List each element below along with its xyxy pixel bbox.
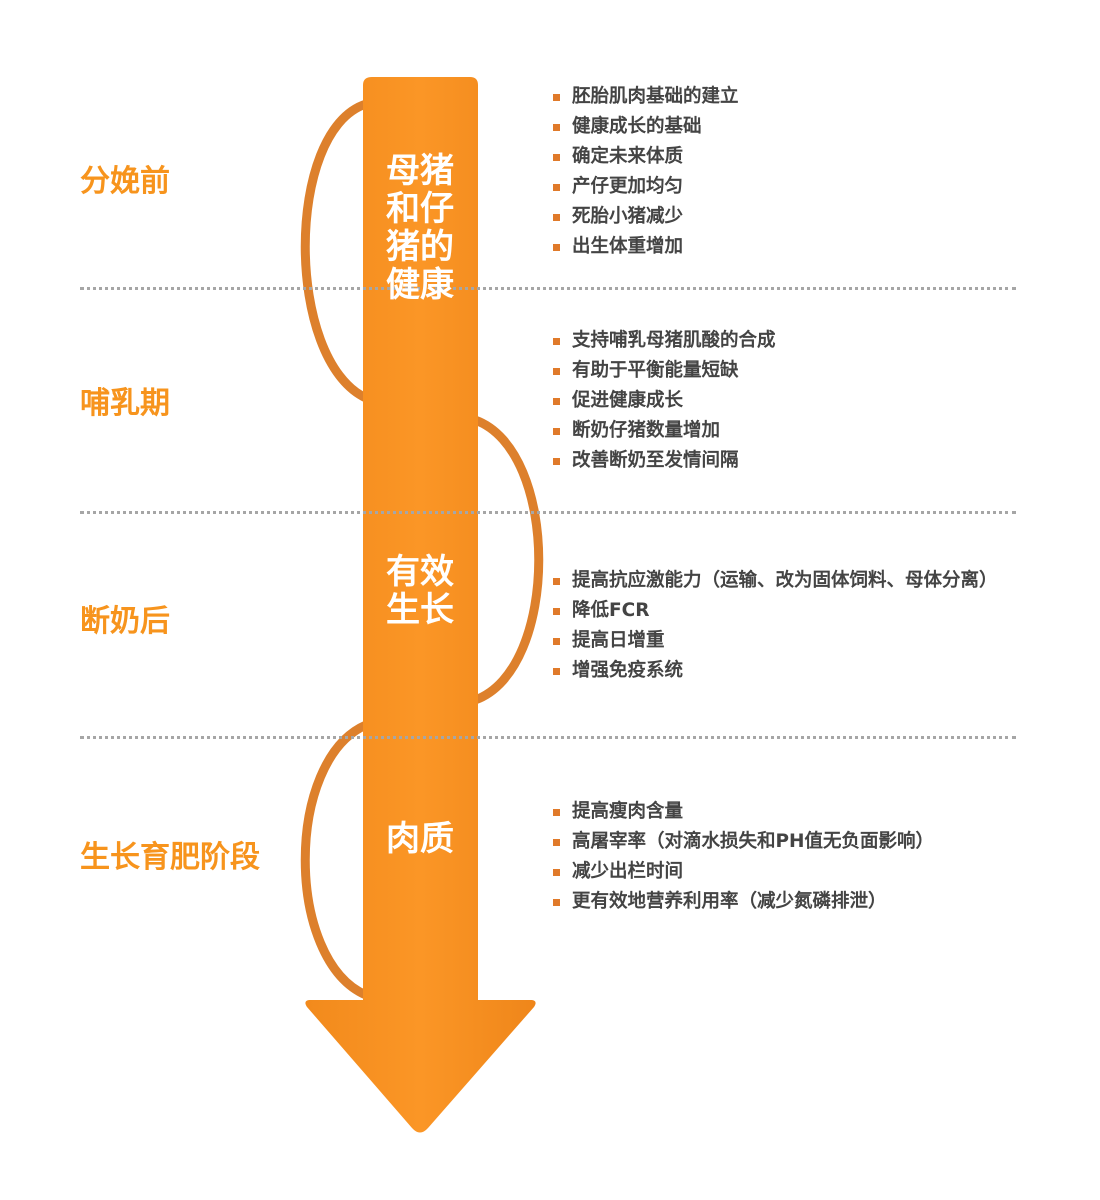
list-item: 促进健康成长 <box>553 386 776 416</box>
list-item-text: 改善断奶至发情间隔 <box>572 450 739 471</box>
list-item: 增强免疫系统 <box>553 656 998 686</box>
list-item: 改善断奶至发情间隔 <box>553 446 776 476</box>
bullet-square-icon <box>553 337 560 345</box>
list-item-text: 胚胎肌肉基础的建立 <box>572 86 739 107</box>
list-item-text: 断奶仔猪数量增加 <box>572 420 721 441</box>
bullet-square-icon <box>553 808 560 816</box>
list-item-text: 出生体重增加 <box>572 236 684 257</box>
bullet-square-icon <box>553 153 560 161</box>
bullet-square-icon <box>553 577 560 585</box>
list-item: 断奶仔猪数量增加 <box>553 416 776 446</box>
list-item: 产仔更加均匀 <box>553 172 739 202</box>
benefit-list-lactation: 支持哺乳母猪肌酸的合成 有助于平衡能量短缺 促进健康成长 断奶仔猪数量增加 改善… <box>553 326 776 476</box>
benefit-list-growing-finishing: 提高瘦肉含量 高屠宰率（对滴水损失和PH值无负面影响） 减少出栏时间 更有效地营… <box>553 797 934 917</box>
list-item-text: 促进健康成长 <box>572 390 684 411</box>
bullet-square-icon <box>553 397 560 405</box>
benefit-list-prefarrowing: 胚胎肌肉基础的建立 健康成长的基础 确定未来体质 产仔更加均匀 死胎小猪减少 出… <box>553 82 739 262</box>
list-item: 提高日增重 <box>553 626 998 656</box>
list-item-text: 提高抗应激能力（运输、改为固体饲料、母体分离） <box>572 570 998 591</box>
list-item: 提高抗应激能力（运输、改为固体饲料、母体分离） <box>553 566 998 596</box>
divider-1 <box>80 287 1016 290</box>
divider-3 <box>80 736 1016 739</box>
list-item: 高屠宰率（对滴水损失和PH值无负面影响） <box>553 827 934 857</box>
stage-label-prefarrowing: 分娩前 <box>80 164 170 199</box>
main-arrow <box>305 77 536 1133</box>
list-item-text: 提高瘦肉含量 <box>572 801 684 822</box>
list-item: 确定未来体质 <box>553 142 739 172</box>
list-item-text: 产仔更加均匀 <box>572 176 684 197</box>
list-item-text: 高屠宰率（对滴水损失和PH值无负面影响） <box>572 831 935 852</box>
list-item: 有助于平衡能量短缺 <box>553 356 776 386</box>
list-item-text: 支持哺乳母猪肌酸的合成 <box>572 330 776 351</box>
loop-left-lower <box>300 720 371 1000</box>
list-item-text: 减少出栏时间 <box>572 861 684 882</box>
bullet-square-icon <box>553 93 560 101</box>
divider-2 <box>80 511 1016 514</box>
list-item: 降低FCR <box>553 596 998 626</box>
bullet-square-icon <box>553 243 560 251</box>
arrow-text-health: 母猪和仔猪的健康 <box>386 151 454 306</box>
bullet-square-icon <box>553 213 560 221</box>
list-item-text: 降低FCR <box>572 600 650 621</box>
bullet-square-icon <box>553 667 560 675</box>
list-item: 更有效地营养利用率（减少氮磷排泄） <box>553 887 934 917</box>
bullet-square-icon <box>553 637 560 645</box>
bullet-square-icon <box>553 367 560 375</box>
list-item-text: 死胎小猪减少 <box>572 206 684 227</box>
list-item-text: 健康成长的基础 <box>572 116 702 137</box>
bullet-square-icon <box>553 183 560 191</box>
list-item: 健康成长的基础 <box>553 112 739 142</box>
list-item: 死胎小猪减少 <box>553 202 739 232</box>
bullet-square-icon <box>553 457 560 465</box>
list-item-text: 提高日增重 <box>572 630 665 651</box>
arrow-text-growth: 有效生长 <box>386 552 454 631</box>
list-item-text: 有助于平衡能量短缺 <box>572 360 739 381</box>
list-item: 减少出栏时间 <box>553 857 934 887</box>
loop-left-upper <box>300 99 371 403</box>
bullet-square-icon <box>553 868 560 876</box>
loop-right-middle <box>470 415 544 705</box>
list-item: 出生体重增加 <box>553 232 739 262</box>
benefit-list-postweaning: 提高抗应激能力（运输、改为固体饲料、母体分离） 降低FCR 提高日增重 增强免疫… <box>553 566 998 686</box>
list-item-text: 确定未来体质 <box>572 146 684 167</box>
bullet-square-icon <box>553 607 560 615</box>
stage-label-postweaning: 断奶后 <box>80 604 170 639</box>
list-item-text: 增强免疫系统 <box>572 660 684 681</box>
list-item: 提高瘦肉含量 <box>553 797 934 827</box>
bullet-square-icon <box>553 427 560 435</box>
bullet-square-icon <box>553 123 560 131</box>
bullet-square-icon <box>553 838 560 846</box>
list-item: 胚胎肌肉基础的建立 <box>553 82 739 112</box>
list-item: 支持哺乳母猪肌酸的合成 <box>553 326 776 356</box>
stage-label-lactation: 哺乳期 <box>80 386 170 421</box>
arrow-text-meat-quality: 肉质 <box>386 819 454 859</box>
bullet-square-icon <box>553 898 560 906</box>
list-item-text: 更有效地营养利用率（减少氮磷排泄） <box>572 891 887 912</box>
stage-label-growing-finishing: 生长育肥阶段 <box>80 840 260 875</box>
